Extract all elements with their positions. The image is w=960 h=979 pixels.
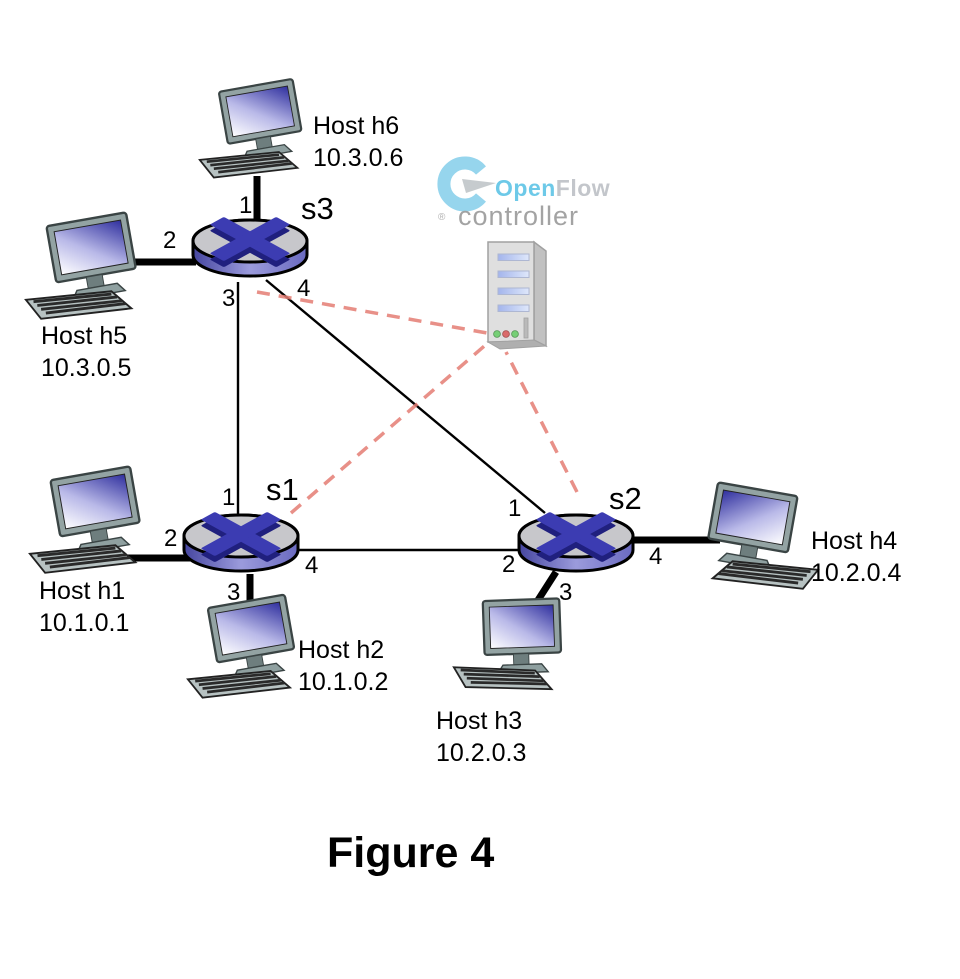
link-s3-s2 <box>265 279 546 514</box>
host-h2-label: Host h2 10.1.0.2 <box>298 634 388 698</box>
host-h1-icon <box>28 464 145 575</box>
s3-port-4-label: 4 <box>297 275 311 302</box>
switch-s1-icon <box>182 510 300 573</box>
host-h2-icon <box>186 593 300 700</box>
openflow-brand-flow: Flow <box>555 175 611 201</box>
control-link-s3-controller <box>256 290 488 335</box>
host-h6-label: Host h6 10.3.0.6 <box>313 110 403 174</box>
openflow-brand-text: OpenFlow <box>495 176 610 200</box>
control-links <box>256 290 579 515</box>
s3-port-2-label: 2 <box>163 227 177 254</box>
openflow-registered-mark: ® <box>438 212 446 223</box>
host-h5-icon <box>24 210 141 321</box>
host-name: Host h1 <box>39 577 126 605</box>
host-ip: 10.1.0.1 <box>39 609 130 637</box>
switch-s1-label: s1 <box>266 472 299 507</box>
s1-port-2-label: 2 <box>164 525 178 552</box>
s1-port-1-label: 1 <box>222 484 236 511</box>
host-h5-label: Host h5 10.3.0.5 <box>41 320 131 384</box>
host-ip: 10.3.0.5 <box>41 354 132 382</box>
host-ip: 10.2.0.3 <box>436 739 527 767</box>
host-name: Host h5 <box>41 322 128 350</box>
host-h1-label: Host h1 10.1.0.1 <box>39 575 129 639</box>
controller-label: controller <box>458 201 580 231</box>
control-link-s2-controller <box>504 351 579 493</box>
host-h6-icon <box>198 77 307 179</box>
s3-port-3-label: 3 <box>222 285 236 312</box>
switch-s3-label: s3 <box>301 191 334 226</box>
s3-port-1-label: 1 <box>239 192 253 219</box>
figure-caption: Figure 4 <box>327 829 495 877</box>
host-h4-icon <box>703 480 820 591</box>
host-name: Host h6 <box>313 112 400 140</box>
switch-s2-label: s2 <box>609 481 642 516</box>
controller-server-icon <box>486 240 548 350</box>
s2-port-1-label: 1 <box>508 495 522 522</box>
host-ip: 10.1.0.2 <box>298 668 389 696</box>
switch-s2-icon <box>517 510 635 573</box>
s1-port-3-label: 3 <box>227 579 241 606</box>
host-ip: 10.2.0.4 <box>811 559 902 587</box>
control-link-s1-controller <box>289 340 491 515</box>
host-name: Host h2 <box>298 636 385 664</box>
openflow-brand-open: Open <box>495 175 556 201</box>
host-name: Host h4 <box>811 527 898 555</box>
s1-port-4-label: 4 <box>305 552 319 579</box>
host-h3-label: Host h3 10.2.0.3 <box>436 705 526 769</box>
s2-port-2-label: 2 <box>502 551 516 578</box>
host-h4-label: Host h4 10.2.0.4 <box>811 525 901 589</box>
s2-port-4-label: 4 <box>649 543 663 570</box>
openflow-logo-icon <box>437 156 496 212</box>
switch-s3-icon <box>191 215 309 278</box>
host-ip: 10.3.0.6 <box>313 144 404 172</box>
host-h3-icon <box>449 583 574 702</box>
host-name: Host h3 <box>436 707 523 735</box>
s2-port-3-label: 3 <box>559 579 573 606</box>
